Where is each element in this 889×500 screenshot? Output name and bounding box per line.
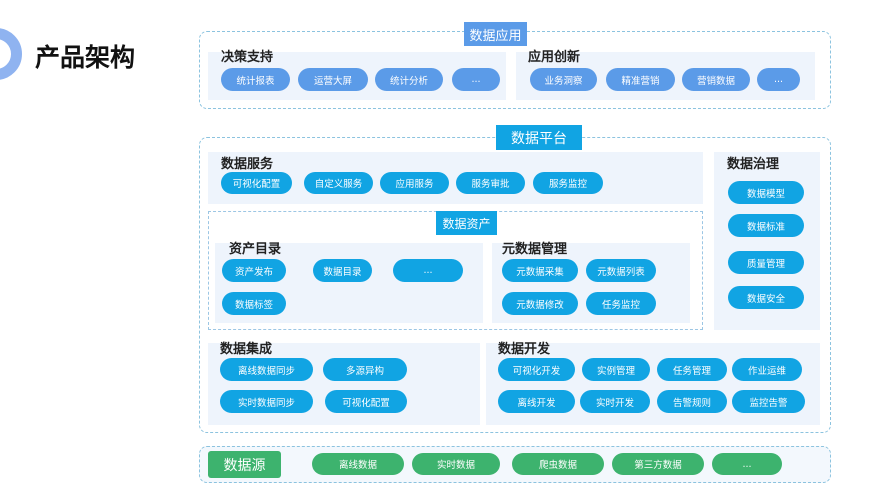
catalog-item[interactable]: 数据目录: [313, 259, 372, 282]
innovation-item[interactable]: ...: [757, 68, 800, 91]
integration-item[interactable]: 离线数据同步: [220, 358, 313, 381]
source-item[interactable]: 实时数据: [412, 453, 500, 475]
governance-item[interactable]: 数据安全: [728, 286, 804, 309]
integration-title: 数据集成: [220, 342, 273, 357]
development-item[interactable]: 离线开发: [498, 390, 575, 413]
service-item[interactable]: 服务监控: [533, 172, 603, 194]
development-title: 数据开发: [498, 342, 551, 357]
governance-item[interactable]: 数据标准: [728, 214, 804, 237]
source-label: 数据源: [208, 451, 281, 478]
development-item[interactable]: 可视化开发: [498, 358, 575, 381]
decision-item[interactable]: 统计报表: [221, 68, 290, 91]
platform-label: 数据平台: [496, 125, 582, 150]
integration-item[interactable]: 实时数据同步: [220, 390, 313, 413]
innovation-title: 应用创新: [528, 50, 581, 65]
source-item[interactable]: ...: [712, 453, 782, 475]
catalog-item[interactable]: 资产发布: [222, 259, 286, 282]
integration-item[interactable]: 可视化配置: [325, 390, 407, 413]
decision-item[interactable]: ...: [452, 68, 500, 91]
source-item[interactable]: 爬虫数据: [512, 453, 604, 475]
integration-item[interactable]: 多源异构: [323, 358, 407, 381]
decorative-ring-icon: [0, 28, 22, 80]
service-item[interactable]: 自定义服务: [304, 172, 373, 194]
governance-item[interactable]: 数据模型: [728, 181, 804, 204]
governance-item[interactable]: 质量管理: [728, 251, 804, 274]
service-item[interactable]: 可视化配置: [221, 172, 292, 194]
development-item[interactable]: 任务管理: [657, 358, 727, 381]
development-item[interactable]: 实时开发: [580, 390, 650, 413]
development-item[interactable]: 作业运维: [732, 358, 802, 381]
source-item[interactable]: 第三方数据: [612, 453, 704, 475]
source-item[interactable]: 离线数据: [312, 453, 404, 475]
assets-label: 数据资产: [436, 211, 497, 235]
service-item[interactable]: 应用服务: [380, 172, 449, 194]
metadata-item[interactable]: 元数据列表: [586, 259, 656, 282]
innovation-item[interactable]: 营销数据: [682, 68, 750, 91]
metadata-title: 元数据管理: [502, 242, 568, 257]
metadata-item[interactable]: 元数据采集: [502, 259, 578, 282]
catalog-item[interactable]: 数据标签: [222, 292, 286, 315]
decision-title: 决策支持: [221, 50, 274, 65]
page-title: 产品架构: [35, 43, 136, 72]
app-layer-label: 数据应用: [464, 22, 527, 46]
development-item[interactable]: 告警规则: [657, 390, 727, 413]
service-item[interactable]: 服务审批: [456, 172, 525, 194]
metadata-item[interactable]: 任务监控: [586, 292, 656, 315]
development-item[interactable]: 监控告警: [732, 390, 805, 413]
decision-item[interactable]: 运营大屏: [298, 68, 368, 91]
governance-title: 数据治理: [727, 157, 780, 172]
service-title: 数据服务: [221, 157, 274, 172]
metadata-item[interactable]: 元数据修改: [502, 292, 578, 315]
innovation-item[interactable]: 精准营销: [606, 68, 675, 91]
catalog-item[interactable]: ...: [393, 259, 463, 282]
catalog-title: 资产目录: [229, 242, 282, 257]
decision-item[interactable]: 统计分析: [375, 68, 443, 91]
innovation-item[interactable]: 业务洞察: [530, 68, 597, 91]
development-item[interactable]: 实例管理: [582, 358, 650, 381]
